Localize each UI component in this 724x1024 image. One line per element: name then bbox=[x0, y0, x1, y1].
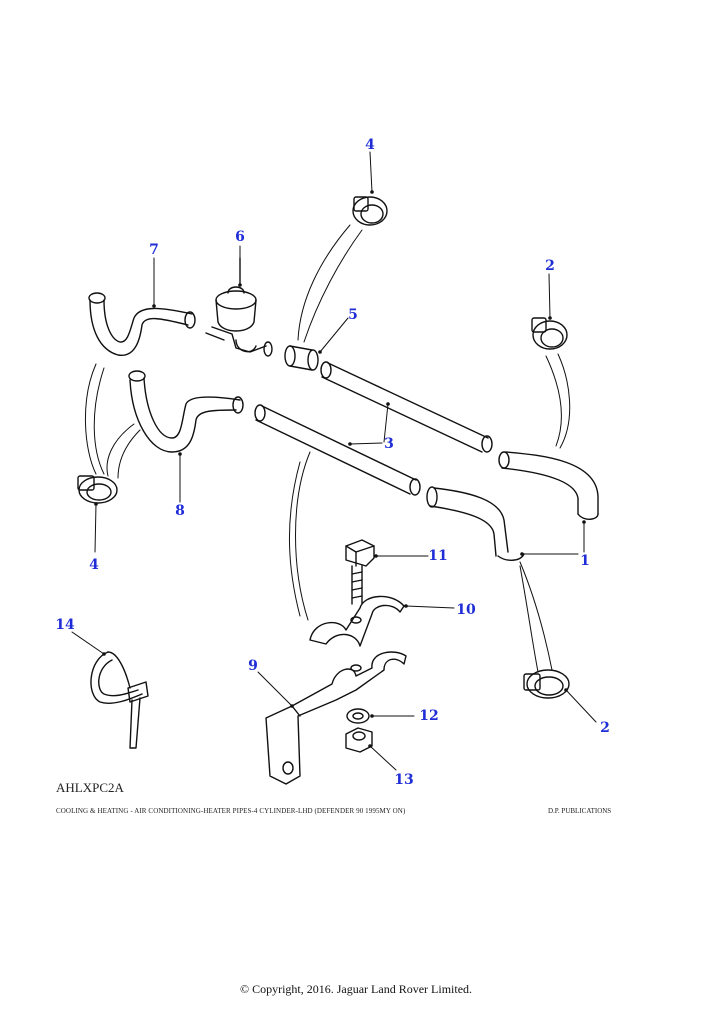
callout-14: 14 bbox=[55, 617, 75, 633]
callout-1: 1 bbox=[580, 553, 590, 569]
clamp-part-2-top bbox=[531, 317, 568, 350]
callout-2-bottom: 2 bbox=[600, 720, 610, 736]
hose-part-1 bbox=[426, 451, 599, 561]
callout-2-top: 2 bbox=[545, 258, 555, 274]
nut-part-13 bbox=[345, 727, 373, 753]
callout-4-top: 4 bbox=[365, 137, 375, 153]
callout-10: 10 bbox=[456, 602, 476, 618]
saddle-part-10 bbox=[309, 595, 405, 647]
callout-9: 9 bbox=[248, 658, 258, 674]
clamp-part-2-bottom bbox=[523, 669, 570, 699]
callout-11: 11 bbox=[428, 548, 448, 564]
bracket-part-9 bbox=[265, 651, 407, 785]
clamp-part-4-left bbox=[77, 475, 118, 504]
hose-part-7 bbox=[88, 292, 196, 356]
sleeve-part-5 bbox=[284, 345, 319, 371]
callout-13: 13 bbox=[394, 772, 414, 788]
hose-part-8 bbox=[128, 370, 244, 453]
copyright-notice: © Copyright, 2016. Jaguar Land Rover Lim… bbox=[239, 982, 473, 996]
publisher-label: D.P. PUBLICATIONS bbox=[548, 807, 612, 815]
callout-4-left: 4 bbox=[89, 557, 99, 573]
callout-3: 3 bbox=[384, 436, 394, 452]
callout-6: 6 bbox=[235, 229, 245, 245]
washer-part-12 bbox=[346, 708, 370, 724]
leader-lines bbox=[71, 151, 597, 771]
pipe-part-3-upper bbox=[320, 361, 493, 453]
clamp-part-4-top bbox=[352, 196, 388, 226]
bolt-part-11 bbox=[345, 539, 375, 605]
callout-8: 8 bbox=[175, 503, 185, 519]
callout-12: 12 bbox=[419, 708, 439, 724]
valve-part-6 bbox=[205, 257, 273, 357]
diagram-reference-code: AHLXPC2A bbox=[56, 780, 124, 795]
pipe-part-3-lower bbox=[254, 404, 421, 496]
callout-7: 7 bbox=[149, 242, 159, 258]
diagram-caption: COOLING & HEATING - AIR CONDITIONING-HEA… bbox=[56, 807, 406, 815]
callout-5: 5 bbox=[348, 307, 358, 323]
cable-tie-part-14 bbox=[90, 651, 149, 749]
leader-dots bbox=[94, 190, 586, 748]
